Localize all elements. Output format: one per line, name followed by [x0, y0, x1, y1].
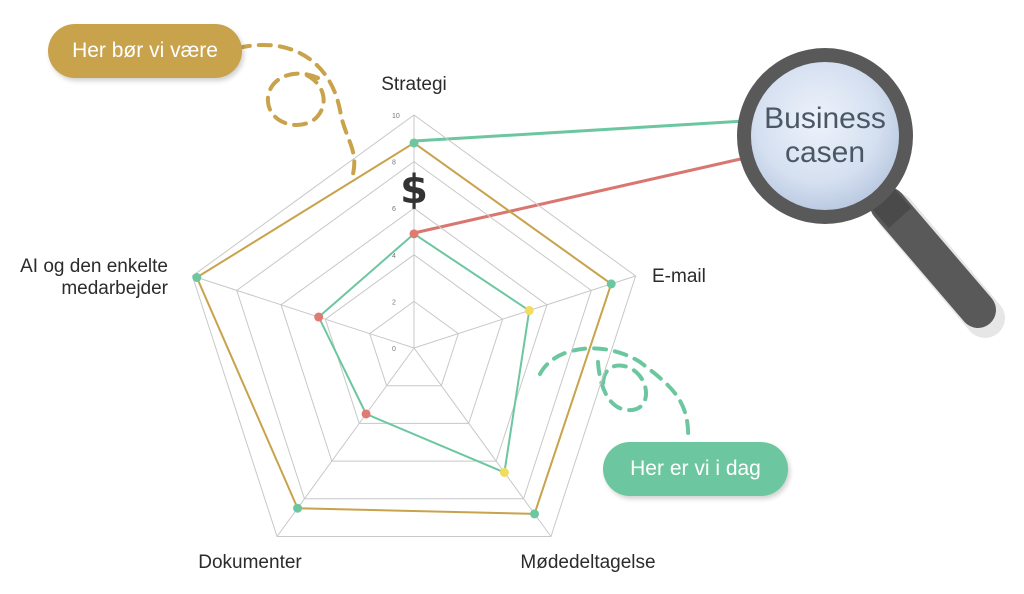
- radar-series: [192, 138, 616, 519]
- gold-dashed-swirl: [236, 42, 357, 180]
- axis-label: Mødedeltagelse: [520, 552, 655, 573]
- axis-label: E-mail: [652, 266, 706, 287]
- strategy-current-connector: [413, 156, 746, 235]
- grid-ring: [191, 114, 637, 538]
- grid-ring: [324, 254, 504, 424]
- target-series-point: [530, 509, 540, 519]
- target-series-point: [192, 272, 202, 282]
- grid-ring: [236, 160, 592, 500]
- target-series-point: [606, 279, 616, 289]
- radar-grid: [191, 114, 637, 538]
- tick-label: 4: [392, 253, 396, 260]
- grid-ring: [369, 300, 459, 387]
- current-series-point: [499, 467, 509, 477]
- dollar-sign: $: [400, 167, 428, 213]
- current-callout: Her er vi i dag: [603, 442, 788, 496]
- tick-label: 10: [392, 113, 400, 120]
- current-series-point: [361, 409, 371, 419]
- radar-tick-labels: 0 2 4 6 8 10: [392, 113, 400, 353]
- magnifier-text-line1: Business: [764, 102, 886, 135]
- tick-label: 0: [392, 346, 396, 353]
- target-callout: Her bør vi være: [48, 24, 242, 78]
- axis-label: Strategi: [381, 74, 446, 95]
- tick-label: 8: [392, 160, 396, 167]
- axis-label: Dokumenter: [198, 552, 302, 573]
- axis-spoke: [413, 275, 636, 349]
- target-series-line: [195, 141, 613, 515]
- grid-ring: [280, 207, 548, 462]
- axis-spoke: [413, 347, 552, 537]
- target-series-point: [409, 138, 419, 148]
- tick-label: 6: [392, 206, 396, 213]
- target-series-point: [293, 503, 303, 513]
- current-series-point: [314, 312, 324, 322]
- tick-label: 2: [392, 299, 396, 306]
- magnifier-text-line2: casen: [785, 136, 865, 169]
- current-series-point: [409, 229, 419, 239]
- current-series-point: [524, 306, 534, 316]
- magnifier-icon: Business casen: [737, 48, 1005, 338]
- current-series-line: [317, 232, 531, 474]
- green-dashed-swirl: [538, 346, 691, 442]
- axis-spoke: [192, 275, 415, 349]
- strategy-target-connector: [413, 119, 746, 143]
